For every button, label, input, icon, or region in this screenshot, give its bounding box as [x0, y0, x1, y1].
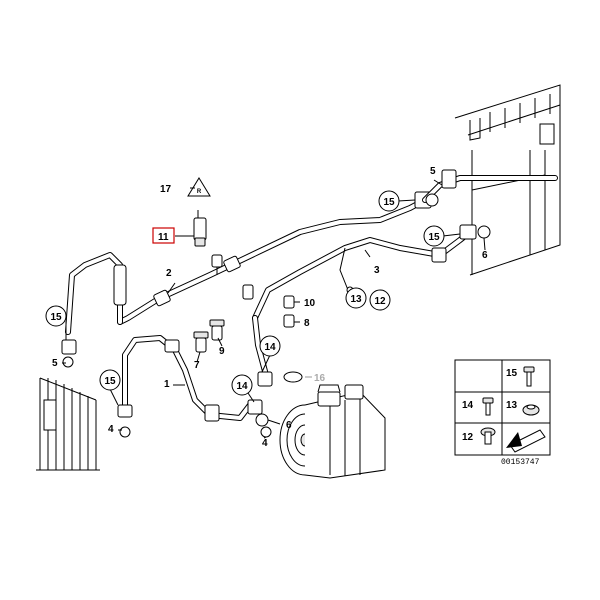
valve-7	[193, 331, 209, 353]
callout-4-lower: 4	[262, 438, 268, 449]
filter-dryer	[113, 264, 127, 306]
callout-17: 17	[160, 184, 172, 195]
arrow-icon	[506, 429, 546, 453]
legend-bolt-14-icon	[482, 397, 494, 416]
pipe-clamp	[153, 289, 171, 307]
seal-5-left	[62, 356, 74, 368]
callout-15c-circle: 15	[378, 190, 400, 212]
callout-9: 9	[219, 346, 225, 357]
fitting-right	[431, 247, 447, 263]
callout-15d-circle: 15	[423, 225, 445, 247]
fitting-14-a	[257, 371, 273, 387]
callout-7: 7	[194, 360, 200, 371]
callout-13-circle: 13	[345, 287, 367, 309]
callout-14a-circle: 14	[259, 335, 281, 357]
callout-15-left-top: 15	[50, 312, 62, 323]
o-ring-5	[425, 193, 439, 207]
legend-box: 15 14 13 12	[454, 359, 551, 456]
callout-15-top: 15	[383, 197, 395, 208]
callout-13: 13	[350, 294, 362, 305]
fitting-left-5	[61, 339, 77, 355]
condenser-bracket	[539, 123, 555, 145]
leader-lines	[62, 179, 486, 439]
pressure-sensor-11	[193, 210, 207, 247]
callout-14b-circle: 14	[231, 374, 253, 396]
pipe-1	[122, 335, 253, 422]
radiator-bracket	[43, 399, 57, 431]
callout-4-left: 4	[108, 424, 114, 435]
callout-3: 3	[374, 265, 380, 276]
legend-label-14: 14	[462, 400, 474, 411]
o-ring-6	[477, 225, 491, 239]
seal-4-lower	[260, 426, 272, 438]
pipe-3	[252, 224, 477, 378]
callout-11: 11	[158, 232, 169, 243]
callout-10: 10	[304, 298, 316, 309]
callout-12-circle: 12	[369, 289, 391, 311]
callout-6-right: 6	[482, 250, 488, 261]
svg-text:R: R	[197, 189, 202, 195]
pipe-condenser-inlet	[422, 169, 558, 239]
valve-left-pipe	[242, 284, 254, 300]
pipe-2	[65, 191, 432, 335]
radiator-left	[36, 377, 100, 471]
condenser-fitting	[441, 169, 457, 189]
pipe-1-valve	[164, 339, 180, 353]
legend-label-12: 12	[462, 432, 474, 443]
condenser-right	[454, 84, 561, 276]
callout-15-left-lower: 15	[104, 376, 116, 387]
valve-2-top	[211, 254, 223, 275]
callout-16: 16	[314, 373, 326, 384]
compressor	[279, 384, 386, 479]
callout-15a-circle: 15	[45, 305, 67, 327]
legend-bolt-15-icon	[523, 366, 535, 387]
callout-14-upper: 14	[264, 342, 276, 353]
callout-15-right: 15	[428, 232, 440, 243]
fitting-left-4	[117, 404, 133, 418]
pipe-clamp-2	[223, 255, 241, 273]
callout-5-left: 5	[52, 358, 58, 369]
diagram-reference-code: 00153747	[501, 458, 540, 467]
seal-4-left	[119, 426, 131, 438]
callout-1: 1	[164, 379, 170, 390]
legend-label-13: 13	[506, 400, 518, 411]
callout-6-lower: 6	[286, 420, 292, 431]
callout-2: 2	[166, 268, 172, 279]
valve-10	[283, 295, 295, 309]
callout-12: 12	[374, 296, 386, 307]
seal-16	[283, 371, 303, 383]
valve-9	[209, 319, 225, 341]
fitting-14-b	[247, 399, 263, 415]
warning-symbol-17: R	[187, 177, 211, 197]
callout-8: 8	[304, 318, 310, 329]
pipe-1-clamp	[204, 404, 220, 422]
seal-6-lower	[255, 413, 269, 427]
callout-15b-circle: 15	[99, 369, 121, 391]
highlight-box-11	[152, 227, 175, 244]
callout-5-top: 5	[430, 166, 436, 177]
legend-nut-13-icon	[522, 404, 540, 416]
valve-8	[283, 314, 295, 328]
legend-bolt-12-icon	[480, 427, 496, 445]
legend-label-15: 15	[506, 368, 518, 379]
callout-14-lower: 14	[236, 381, 248, 392]
fitting-condenser	[459, 224, 477, 240]
